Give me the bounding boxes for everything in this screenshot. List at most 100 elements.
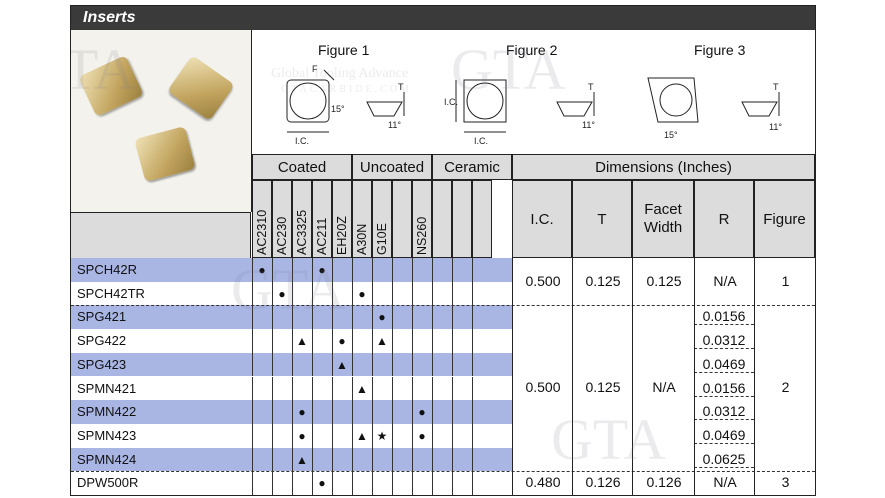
watermark-text: GTACARBIDE.COM xyxy=(281,84,412,95)
dimension-value: 2 xyxy=(781,379,790,396)
group-dimensions-label: Dimensions (Inches) xyxy=(595,159,732,176)
radius-value: 0.0625 xyxy=(694,451,754,468)
grade-mark: ● xyxy=(298,405,306,420)
title-bar: Inserts xyxy=(71,6,815,30)
dim-header-ic-label: I.C. xyxy=(530,211,554,228)
watermark-brand: GTA xyxy=(70,37,136,102)
grade-mark: ▲ xyxy=(336,357,348,372)
grade-label: AC211 xyxy=(315,217,329,255)
fig2-clearance-label: 11° xyxy=(582,120,595,130)
watermark-logo: GTA xyxy=(70,36,136,103)
fig2-ic-side-label: I.C. xyxy=(444,97,458,107)
dimension-cell: 1 xyxy=(754,258,815,306)
dimension-cell: 0.500 xyxy=(512,258,572,306)
dimension-cell: N/A xyxy=(694,471,754,495)
inserts-panel: Inserts Figure 1 Figure 2 Figure 3 xyxy=(70,5,816,496)
watermark-brand: GTA xyxy=(551,407,666,472)
grade-header: AC211 xyxy=(312,180,332,258)
grade-header: G10E xyxy=(372,180,392,258)
row-name: SPMN421 xyxy=(77,380,137,396)
dimension-cell xyxy=(694,305,754,472)
dimension-value: 0.126 xyxy=(585,474,621,491)
radius-value: 0.0312 xyxy=(694,403,754,421)
table-row: SPG421 ● 0.0156 xyxy=(71,305,815,330)
table-row: SPMN421▲0.0156 xyxy=(71,376,815,401)
dimension-cell: 0.125 xyxy=(572,305,632,472)
grade-mark: ● xyxy=(278,286,286,301)
table-row: SPMN422●●0.0312 xyxy=(71,400,815,424)
grade-header xyxy=(472,180,492,258)
dim-header-r-label: R xyxy=(718,211,730,228)
dim-header-figure: Figure xyxy=(754,180,815,258)
grade-header: AC230 xyxy=(272,180,292,258)
fig1-t-label: T xyxy=(398,82,404,92)
fig1-f-label: F xyxy=(312,64,318,74)
row-name: SPG421 xyxy=(77,309,127,325)
dimension-value: 3 xyxy=(781,474,790,491)
group-coated: Coated xyxy=(252,154,352,180)
radius-value: 0.0312 xyxy=(694,332,754,350)
dimension-cell: 0.480 xyxy=(512,471,572,495)
watermark-line2: GTACARBIDE.COM xyxy=(281,84,412,95)
dimension-value: 0.126 xyxy=(646,474,682,491)
grade-mark: ★ xyxy=(376,428,388,443)
group-ceramic: Ceramic xyxy=(432,154,512,180)
grade-header xyxy=(392,180,412,258)
table-row: SPG422▲●▲0.0312 xyxy=(71,329,815,353)
dim-header-facet-label: Facet Width xyxy=(643,201,683,236)
row-name: SPCH42R xyxy=(77,262,137,277)
radius-value: 0.0156 xyxy=(694,380,754,397)
dimension-cell: 0.500 xyxy=(512,305,572,472)
dimension-value: 0.480 xyxy=(525,474,561,491)
dimension-value: N/A xyxy=(713,474,737,491)
grade-header: AC2310 xyxy=(252,180,272,258)
grade-label: AC3325 xyxy=(295,209,309,255)
panel-title: Inserts xyxy=(83,9,136,26)
grade-label: NS260 xyxy=(415,216,429,255)
grade-mark: ● xyxy=(258,263,266,277)
figure-2-title: Figure 2 xyxy=(506,42,558,58)
dimension-cell: 0.125 xyxy=(572,258,632,306)
grade-mark: ● xyxy=(318,263,326,277)
row-name: SPG423 xyxy=(77,356,127,372)
table-row: SPMN423●▲★●0.0469 xyxy=(71,423,815,448)
fig3-clearance-label: 11° xyxy=(769,122,782,132)
grade-header xyxy=(452,180,472,258)
grade-header xyxy=(432,180,452,258)
table-row: SPCH42R ● ● xyxy=(71,258,815,282)
dim-header-figure-label: Figure xyxy=(763,211,806,228)
watermark-line1: Global Tooling Advance xyxy=(271,66,409,81)
grade-label: A30N xyxy=(355,223,369,255)
dimension-cell: 0.126 xyxy=(632,471,694,495)
insert-chip-image xyxy=(134,126,196,182)
dimension-value: 0.500 xyxy=(525,379,561,396)
watermark-text: Global Tooling Advance xyxy=(271,66,408,82)
row-name: SPG422 xyxy=(77,333,127,349)
figure-sketches: F I.C. 15° T 11° I.C. I.C. T 11° 15° T 1… xyxy=(286,64,782,146)
grade-label: G10E xyxy=(375,223,389,255)
dimension-cell: 0.125 xyxy=(632,258,694,306)
grade-header: AC3325 xyxy=(292,180,312,258)
left-header-blank xyxy=(71,212,251,258)
grade-mark: ● xyxy=(378,310,386,325)
figure-1-title: Figure 1 xyxy=(318,42,370,58)
dimension-value: N/A xyxy=(652,379,676,396)
grade-label: AC230 xyxy=(275,216,289,255)
fig2-t-label: T xyxy=(588,82,594,92)
grade-header: NS260 xyxy=(412,180,432,258)
insert-chip-image xyxy=(167,55,235,121)
dimension-cell: 2 xyxy=(754,305,815,472)
watermark-logo: GTA xyxy=(551,406,666,473)
dimension-value: 0.125 xyxy=(585,379,621,396)
group-uncoated-label: Uncoated xyxy=(359,159,425,176)
grade-mark: ▲ xyxy=(296,452,308,467)
row-name: SPMN424 xyxy=(77,451,137,467)
insert-photo xyxy=(71,30,252,212)
row-name: SPMN422 xyxy=(77,404,137,420)
radius-value: 0.0156 xyxy=(694,308,754,326)
watermark-logo: GTA xyxy=(451,36,566,103)
grade-mark: ▲ xyxy=(376,334,388,349)
fig1-angle-label: 15° xyxy=(331,104,345,114)
row-name: SPCH42TR xyxy=(77,285,145,301)
dimension-cell: N/A xyxy=(694,258,754,306)
